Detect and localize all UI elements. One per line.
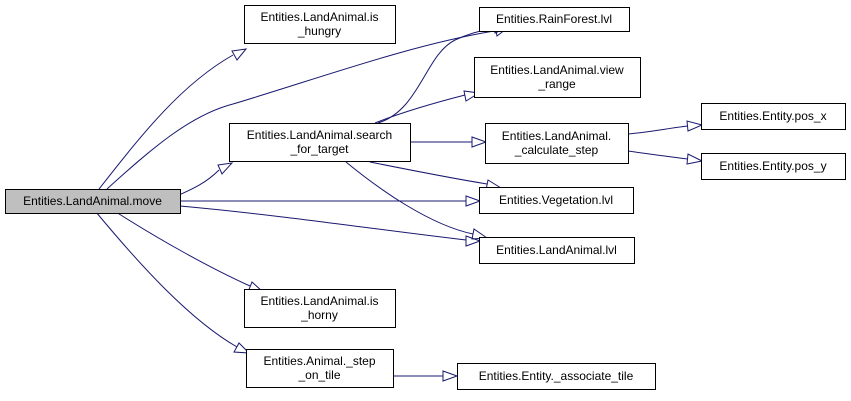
node-box (5, 189, 181, 214)
node-label-line: Entities.LandAnimal. (502, 129, 611, 143)
arrowhead-icon (463, 90, 481, 102)
arrowhead-icon (217, 162, 234, 175)
node-label-line: Entities.Entity._associate_tile (479, 369, 634, 383)
edge-line (374, 94, 466, 124)
edge-move-to-is-hungry (98, 48, 248, 190)
node-label-line: _hungry (297, 24, 341, 38)
edge-search-for-target-to-vegetation-lvl (369, 161, 503, 191)
node-label-line: _horny (300, 308, 338, 322)
edge-search-for-target-to-calculate-step (410, 136, 488, 148)
node-box (701, 103, 846, 130)
edge-line (115, 211, 251, 287)
edge-line (179, 205, 467, 241)
arrowhead-icon (686, 153, 704, 165)
node-label-line: _calculate_step (514, 143, 599, 157)
edge-move-to-vegetation-lvl (180, 195, 482, 207)
node-label-line: Entities.Entity.pos_y (719, 159, 826, 173)
arrowhead-icon (465, 235, 482, 247)
edge-move-to-search-for-target (178, 162, 234, 196)
arrowhead-icon (233, 342, 251, 354)
node-pos-y[interactable]: Entities.Entity.pos_y (701, 153, 846, 180)
arrowhead-icon (465, 195, 482, 207)
edge-line (369, 161, 488, 185)
node-pos-x[interactable]: Entities.Entity.pos_x (701, 103, 846, 130)
node-search-for-target[interactable]: Entities.LandAnimal.search_for_target (229, 123, 411, 162)
node-box (246, 349, 394, 388)
arrowhead-icon (442, 370, 459, 382)
node-step-on-tile[interactable]: Entities.Animal._step_on_tile (246, 349, 394, 388)
edge-line (106, 30, 495, 190)
node-box (479, 187, 634, 214)
node-box (479, 7, 630, 32)
edge-search-for-target-to-view-range (374, 90, 481, 124)
edge-move-to-step-on-tile (95, 211, 251, 354)
node-is-horny[interactable]: Entities.LandAnimal.is_horny (244, 289, 396, 328)
edge-line (345, 161, 474, 235)
edge-move-to-landanimal-lvl (179, 205, 482, 247)
node-box (244, 5, 396, 44)
edge-calculate-step-to-pos-y (627, 150, 704, 165)
node-vegetation-lvl[interactable]: Entities.Vegetation.lvl (479, 187, 634, 214)
node-box (229, 123, 411, 162)
node-box (474, 57, 641, 98)
edge-line (627, 150, 689, 160)
node-label-line: _for_target (289, 142, 349, 156)
edge-line (95, 211, 238, 348)
arrowhead-icon (231, 48, 248, 61)
edge-move-to-is-horny (115, 211, 265, 293)
node-label-line: Entities.LandAnimal.is (260, 294, 378, 308)
node-label-line: Entities.LandAnimal.is (260, 10, 378, 24)
arrowhead-icon (686, 120, 704, 132)
node-box (479, 237, 635, 264)
nodes: Entities.LandAnimal.moveEntities.LandAni… (5, 5, 846, 390)
edge-step-on-tile-to-associate-tile (393, 370, 459, 382)
node-rainforest-lvl[interactable]: Entities.RainForest.lvl (479, 7, 630, 32)
edge-calculate-step-to-pos-x (627, 120, 704, 135)
node-associate-tile[interactable]: Entities.Entity._associate_tile (457, 363, 656, 390)
node-label-line: Entities.LandAnimal.search (247, 128, 392, 142)
node-box (244, 289, 396, 328)
node-box (485, 123, 629, 164)
edge-line (178, 169, 220, 196)
node-landanimal-lvl[interactable]: Entities.LandAnimal.lvl (479, 237, 635, 264)
edge-line (627, 125, 689, 135)
node-view-range[interactable]: Entities.LandAnimal.view_range (474, 57, 641, 98)
node-label-line: Entities.Entity.pos_x (719, 109, 826, 123)
node-label-line: Entities.RainForest.lvl (496, 12, 612, 26)
node-is-hungry[interactable]: Entities.LandAnimal.is_hungry (244, 5, 396, 44)
node-box (701, 153, 846, 180)
node-label-line: Entities.LandAnimal.lvl (496, 243, 617, 257)
arrowhead-icon (471, 136, 488, 148)
edge-line (98, 54, 234, 190)
node-label-line: Entities.Animal._step (263, 354, 375, 368)
node-label-line: Entities.Vegetation.lvl (499, 193, 613, 207)
node-label-line: Entities.LandAnimal.move (23, 194, 162, 208)
node-move[interactable]: Entities.LandAnimal.move (5, 189, 181, 214)
node-box (457, 363, 656, 390)
node-label-line: _on_tile (297, 368, 340, 382)
node-label-line: _range (537, 77, 576, 91)
node-label-line: Entities.LandAnimal.view (490, 63, 624, 77)
node-calculate-step[interactable]: Entities.LandAnimal._calculate_step (485, 123, 629, 164)
